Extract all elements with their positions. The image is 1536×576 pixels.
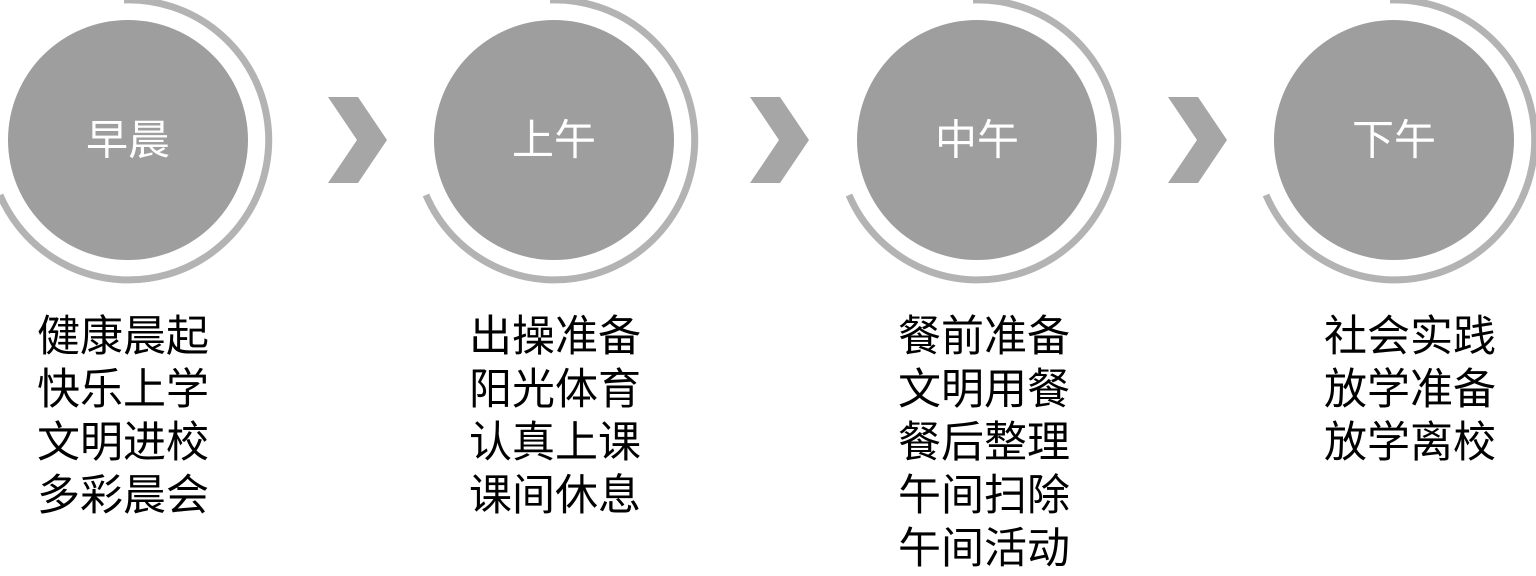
stage-noon-title: 中午 [935,116,1019,165]
list-item: 阳光体育 [469,365,641,415]
stage-forenoon-title: 上午 [512,116,596,165]
stage-forenoon-ring [422,0,699,284]
stage-morning-title: 早晨 [86,116,170,165]
list-item: 午间扫除 [898,471,1070,521]
list-item: 文明用餐 [898,365,1070,415]
stage-noon-circle [857,20,1097,260]
list-item: 出操准备 [469,312,641,362]
list-item: 放学准备 [1324,365,1496,415]
stage-morning: 早晨 [0,0,273,284]
list-item: 社会实践 [1324,312,1496,362]
stage-morning-circle [8,20,248,260]
stage-forenoon: 上午 [422,0,699,284]
chevron-right-icon [328,97,387,183]
stage-afternoon-ring [1262,0,1536,284]
list-item: 文明进校 [37,418,209,468]
stage-morning-ring [0,0,273,284]
list-item: 放学离校 [1324,418,1496,468]
chevron-right-icon [750,97,809,183]
stage-noon-ring [845,0,1122,284]
list-item: 快乐上学 [37,365,209,415]
list-item: 课间休息 [469,471,641,521]
list-item: 多彩晨会 [37,471,209,521]
list-item: 健康晨起 [37,312,209,362]
list-item: 午间活动 [898,524,1070,574]
stage-afternoon-title: 下午 [1352,116,1436,165]
stage-noon-items: 餐前准备 文明用餐 餐后整理 午间扫除 午间活动 [898,311,1070,576]
list-item: 餐后整理 [898,418,1070,468]
stage-afternoon: 下午 [1262,0,1536,284]
stage-afternoon-items: 社会实践 放学准备 放学离校 [1324,311,1496,470]
list-item: 认真上课 [469,418,641,468]
stage-morning-items: 健康晨起 快乐上学 文明进校 多彩晨会 [37,311,209,523]
stage-forenoon-circle [434,20,674,260]
list-item: 餐前准备 [898,312,1070,362]
stage-afternoon-circle [1274,20,1514,260]
chevron-right-icon [1168,97,1227,183]
stage-noon: 中午 [845,0,1122,284]
stage-forenoon-items: 出操准备 阳光体育 认真上课 课间休息 [469,311,641,523]
